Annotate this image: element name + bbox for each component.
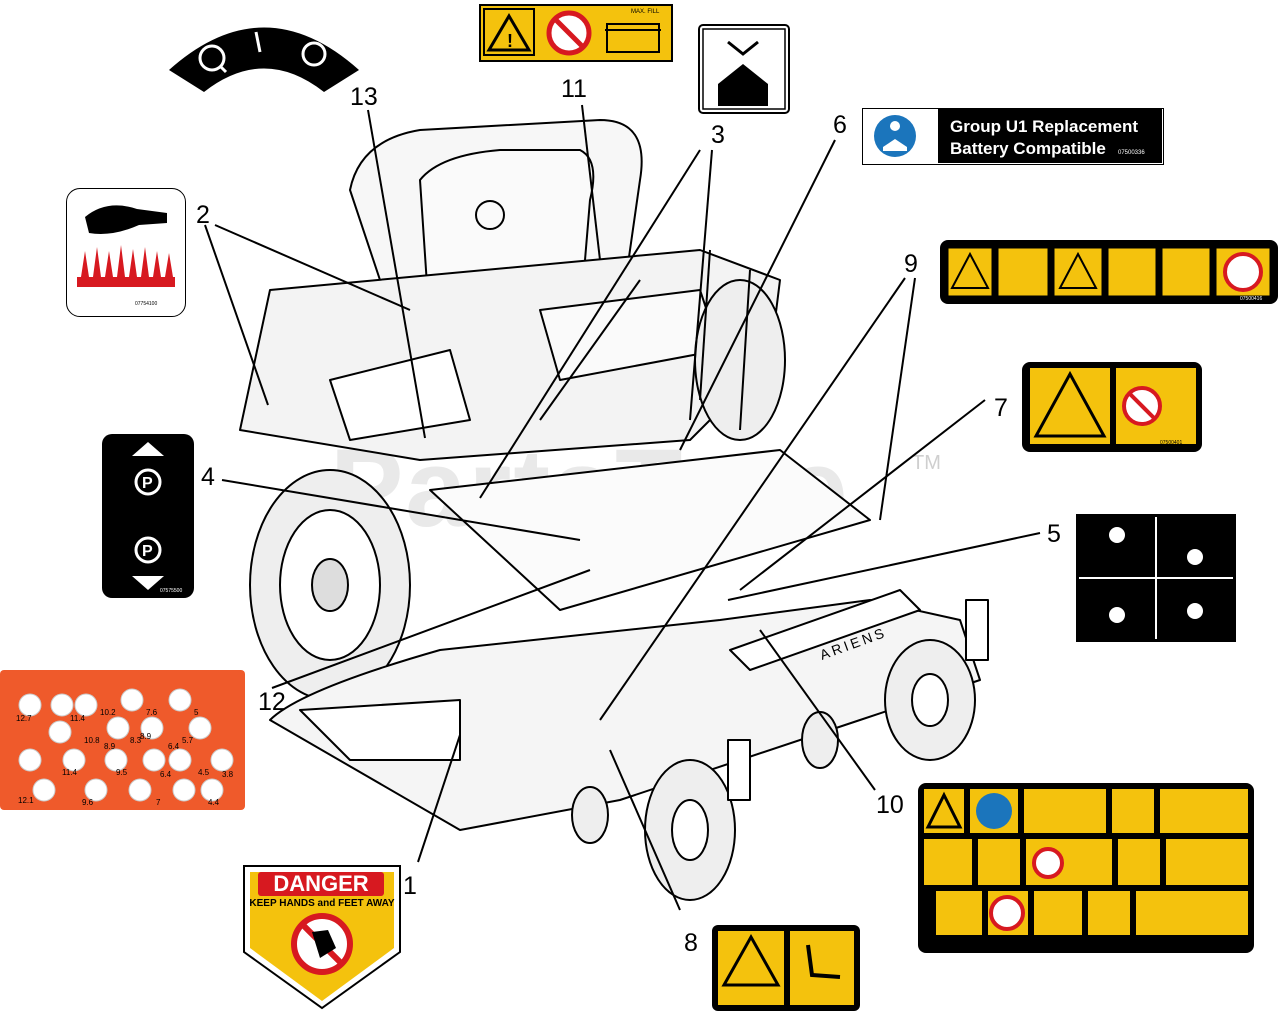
slow-icon — [198, 44, 226, 72]
motion-control-symbols — [1079, 517, 1233, 639]
callout-6: 6 — [833, 111, 847, 139]
fuel-warning-symbols: ! — [483, 8, 661, 56]
gauge-value: 8.9 — [104, 742, 116, 751]
gauge-value: 11.4 — [62, 768, 77, 777]
callout-3: 3 — [711, 121, 725, 149]
callout-8: 8 — [684, 929, 698, 957]
hot-surface-decal: 07754100 — [66, 188, 186, 317]
gauge-value: 10.8 — [84, 736, 100, 745]
blade-warning-decal: 07500401 — [1022, 362, 1202, 452]
hot-surface-code: 07754100 — [135, 301, 158, 307]
callout-4: 4 — [201, 463, 215, 491]
fuel-max-fill-label: MAX. FILL — [631, 9, 660, 15]
callout-9: 9 — [904, 250, 918, 278]
fuel-warning-decal: ! MAX. FILL — [479, 4, 673, 62]
callout-13: 13 — [350, 83, 378, 111]
callout-5: 5 — [1047, 520, 1061, 548]
svg-text:!: ! — [507, 31, 513, 51]
row-warning-code: 07500416 — [1240, 296, 1263, 302]
gauge-value: 4.5 — [198, 768, 210, 777]
svg-text:P: P — [142, 543, 153, 560]
danger-decal-shape — [243, 865, 401, 1010]
gauge-value: 4.4 — [208, 798, 220, 807]
gauge-value: 11.4 — [70, 714, 85, 723]
safety-row-decal: 07500416 — [940, 240, 1278, 304]
callout-11: 11 — [561, 75, 587, 103]
gauge-value: 10.2 — [100, 708, 116, 717]
footplate-warning-symbols — [718, 931, 854, 1005]
blade-code: 07500401 — [1160, 440, 1183, 446]
gauge-value: 8.9 — [140, 732, 152, 741]
crush-hazard-decal — [698, 24, 790, 114]
callout-12: 12 — [258, 688, 286, 716]
footplate-warning-decal — [712, 925, 860, 1011]
operator-warning-decal: 07500357 — [918, 783, 1254, 953]
callout-1: 1 — [403, 872, 417, 900]
gauge-value: 5 — [194, 708, 199, 717]
gauge-value: 12.7 — [16, 714, 32, 723]
gauge-value: 6.4 — [160, 770, 172, 779]
height-gauge-dots — [18, 688, 234, 802]
safety-row-symbols — [947, 247, 1271, 297]
park-brake-code: 07575500 — [160, 588, 183, 594]
battery-line2: Battery Compatible — [950, 139, 1106, 158]
battery-code: 07500336 — [1118, 150, 1145, 156]
danger-title: DANGER — [258, 872, 384, 896]
gauge-value: 9.6 — [82, 798, 94, 807]
gauge-value: 6.4 — [168, 742, 180, 751]
height-gauge-decal: 12.7 11.4 10.2 8.9 7.6 6.4 5 10.8 9.5 8.… — [0, 670, 245, 810]
battery-text: Group U1 Replacement Battery Compatible — [950, 116, 1138, 160]
park-brake-symbols: P P — [132, 442, 164, 590]
hand-icon — [85, 205, 167, 234]
gauge-value: 7 — [156, 798, 161, 807]
gauge-value: 7.6 — [146, 708, 158, 717]
gauge-value: 12.1 — [18, 796, 34, 805]
blade-warning-symbols — [1030, 368, 1196, 444]
hot-surface-symbols — [77, 205, 175, 287]
operator-warning-symbols — [924, 789, 1248, 935]
callout-10: 10 — [876, 791, 904, 819]
svg-text:P: P — [142, 475, 153, 492]
danger-subtitle: KEEP HANDS and FEET AWAY — [249, 898, 395, 909]
gauge-value: 8.3 — [130, 736, 142, 745]
gauge-value: 3.8 — [222, 770, 234, 779]
gauge-value: 9.5 — [116, 768, 128, 777]
callout-7: 7 — [994, 394, 1008, 422]
watermark-tm: TM — [912, 452, 941, 474]
park-brake-decal: P P 07575500 — [102, 434, 194, 598]
battery-line1: Group U1 Replacement — [950, 117, 1138, 136]
hand-icon — [312, 930, 336, 958]
battery-text-panel — [938, 108, 1162, 163]
motion-control-decal — [1076, 514, 1236, 642]
operator-warning-code: 07500357 — [1216, 943, 1239, 949]
read-manual-icon — [874, 115, 916, 157]
fast-icon — [301, 41, 327, 67]
callout-2: 2 — [196, 201, 210, 229]
throttle-gauge-decal — [169, 27, 359, 92]
gauge-value: 5.7 — [182, 736, 194, 745]
